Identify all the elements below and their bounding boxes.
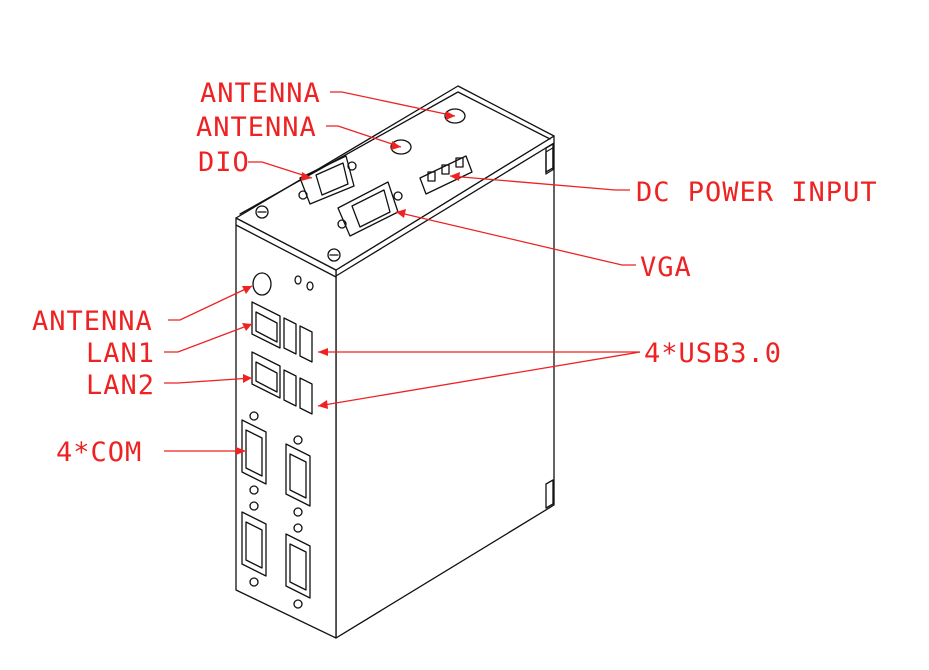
callout-labels: ANTENNA ANTENNA DIO DC POWER INPUT VGA A… <box>32 78 878 468</box>
label-antenna-top-2: ANTENNA <box>196 112 317 143</box>
antenna-top-2-port <box>390 139 412 155</box>
com-port-1 <box>241 411 267 495</box>
antenna-front-port <box>252 272 272 296</box>
com-ports <box>241 411 311 609</box>
com-port-3 <box>241 501 267 587</box>
screw-icon <box>255 205 269 219</box>
usb-ports <box>283 317 313 415</box>
label-lan2: LAN2 <box>86 370 155 401</box>
label-com: 4*COM <box>56 437 142 468</box>
label-antenna-front: ANTENNA <box>32 306 153 337</box>
front-panel-features <box>241 272 314 609</box>
device-top-face <box>235 85 555 271</box>
callout-antenna-top-1 <box>330 91 456 117</box>
callout-lines <box>164 91 641 455</box>
screw-icon <box>327 248 341 262</box>
label-dio: DIO <box>198 147 250 178</box>
led-icon <box>306 281 314 291</box>
com-port-2 <box>285 435 311 517</box>
label-antenna-top-1: ANTENNA <box>200 78 321 109</box>
com-port-4 <box>285 523 311 609</box>
label-dc-power-input: DC POWER INPUT <box>636 177 878 208</box>
label-lan1: LAN1 <box>86 338 155 369</box>
lan1-port <box>251 301 281 349</box>
lan2-port <box>251 351 281 399</box>
led-icon <box>294 275 302 285</box>
side-slot-bottom <box>545 479 554 509</box>
label-vga: VGA <box>640 252 692 283</box>
device-body <box>235 85 555 639</box>
label-usb: 4*USB3.0 <box>644 338 782 369</box>
antenna-top-1-port <box>444 108 466 124</box>
dio-connector <box>298 155 357 205</box>
dc-power-terminal <box>419 155 473 195</box>
side-slot-top <box>545 143 554 173</box>
